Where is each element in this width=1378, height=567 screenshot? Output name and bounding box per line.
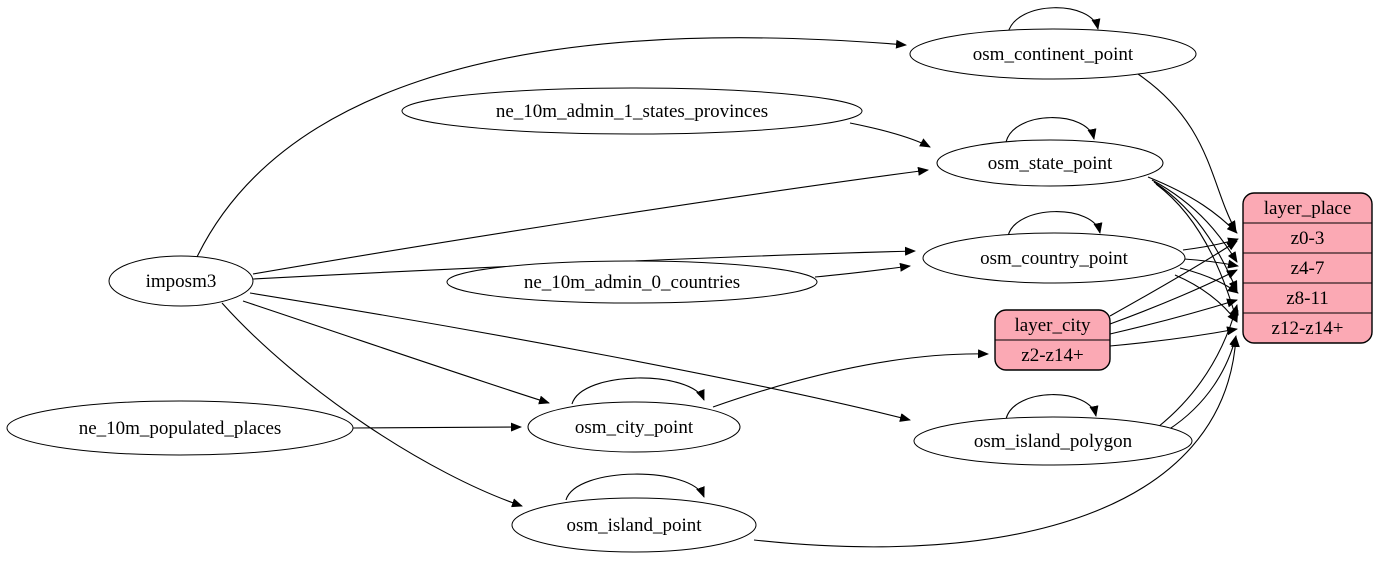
node-layer_city: layer_city z2-z14+ <box>994 309 1111 371</box>
node-label-osm_continent_point: osm_continent_point <box>973 44 1134 65</box>
edge-layer_city-to-layer_place-z4-7 <box>1109 269 1238 325</box>
edge-imposm3-to-osm_island_point <box>221 302 523 508</box>
edge-osm_country_point-to-layer_place-z4-7 <box>1183 258 1239 269</box>
self-loop-osm_state_point <box>1005 117 1097 143</box>
edge-osm_continent_point-to-layer_place-z0-3 <box>1137 73 1237 232</box>
node-shape-ne_10m_admin_1_states_provinces <box>401 87 863 135</box>
self-loop-osm_city_point <box>571 377 705 405</box>
node-osm_country_point: osm_country_point <box>922 232 1186 284</box>
node-osm_island_polygon: osm_island_polygon <box>913 416 1193 466</box>
self-loop-osm_country_point <box>1007 211 1103 237</box>
record-shape-layer_place <box>1242 192 1373 344</box>
edge-osm_state_point-to-layer_place-z8-11 <box>1153 181 1238 292</box>
node-label-osm_island_polygon: osm_island_polygon <box>974 431 1133 452</box>
node-osm_continent_point: osm_continent_point <box>909 28 1197 80</box>
node-ne_10m_admin_1_states_provinces: ne_10m_admin_1_states_provinces <box>401 87 863 135</box>
record-row-layer_place-2: z4-7 <box>1291 258 1325 279</box>
edge-layer_city-to-layer_place-z8-11 <box>1109 298 1238 335</box>
node-shape-osm_continent_point <box>909 28 1197 80</box>
node-shape-osm_island_polygon <box>913 416 1193 466</box>
node-shape-osm_state_point <box>936 139 1164 187</box>
node-layer_place: layer_place z0-3 z4-7 z8-11 z12-z14+ <box>1242 192 1373 344</box>
record-row-layer_place-1: z0-3 <box>1291 228 1325 249</box>
record-row-layer_place-4: z12-z14+ <box>1272 318 1344 339</box>
node-shape-ne_10m_admin_0_countries <box>446 260 818 304</box>
node-shape-osm_country_point <box>922 232 1186 284</box>
edge-layer_city-to-layer_place-z12-z14+ <box>1109 326 1238 347</box>
self-loop-osm_island_polygon <box>1005 394 1099 420</box>
edge-osm_country_point-to-layer_place-z0-3 <box>1182 237 1239 251</box>
edge-osm_city_point-to-layer_city-z2-z14+ <box>712 349 989 408</box>
node-osm_city_point: osm_city_point <box>527 401 741 453</box>
node-label-osm_island_point: osm_island_point <box>566 515 702 536</box>
edge-osm_island_polygon-to-layer_place-z8-11 <box>1157 304 1239 428</box>
node-label-imposm3: imposm3 <box>146 271 217 292</box>
record-row-layer_place-0: layer_place <box>1264 198 1352 219</box>
edge-imposm3-to-osm_state_point <box>252 166 929 275</box>
edge-ne_10m_populated_places-to-osm_city_point <box>352 422 522 432</box>
node-label-ne_10m_admin_1_states_provinces: ne_10m_admin_1_states_provinces <box>496 101 768 122</box>
edge-osm_island_polygon-to-layer_place-z12-z14+ <box>1167 335 1238 431</box>
self-loop-osm_continent_point <box>1007 7 1101 34</box>
node-label-ne_10m_populated_places: ne_10m_populated_places <box>79 418 282 439</box>
node-imposm3: imposm3 <box>108 255 254 307</box>
edge-imposm3-to-osm_continent_point <box>195 37 907 260</box>
node-osm_island_point: osm_island_point <box>511 497 757 553</box>
node-ne_10m_admin_0_countries: ne_10m_admin_0_countries <box>446 260 818 304</box>
node-label-osm_country_point: osm_country_point <box>980 248 1128 269</box>
node-shape-ne_10m_populated_places <box>6 400 354 456</box>
node-shape-osm_city_point <box>527 401 741 453</box>
node-label-osm_state_point: osm_state_point <box>988 153 1113 174</box>
node-shape-osm_island_point <box>511 497 757 553</box>
record-row-layer_city-1: z2-z14+ <box>1021 345 1083 366</box>
edge-osm_island_point-to-layer_place-z12-z14+ <box>753 336 1240 548</box>
edge-layer_city-to-layer_place-z0-3 <box>1109 240 1238 317</box>
node-ne_10m_populated_places: ne_10m_populated_places <box>6 400 354 456</box>
node-label-ne_10m_admin_0_countries: ne_10m_admin_0_countries <box>524 272 740 293</box>
edge-osm_state_point-to-layer_place-z4-7 <box>1151 179 1238 263</box>
node-osm_state_point: osm_state_point <box>936 139 1164 187</box>
edge-osm_state_point-to-layer_place-z0-3 <box>1147 176 1238 234</box>
edge-ne_10m_admin_0_countries-to-osm_country_point <box>814 262 911 278</box>
edge-ne_10m_admin_1_states_provinces-to-osm_state_point <box>849 122 931 148</box>
edge-imposm3-to-osm_island_polygon <box>249 292 911 422</box>
record-row-layer_city-0: layer_city <box>1015 315 1091 336</box>
edge-osm_country_point-to-layer_place-z8-11 <box>1179 267 1239 294</box>
node-label-osm_city_point: osm_city_point <box>575 417 694 438</box>
record-row-layer_place-3: z8-11 <box>1286 288 1329 309</box>
node-shape-imposm3 <box>108 255 254 307</box>
edge-osm_country_point-to-layer_place-z12-z14+ <box>1174 274 1238 323</box>
self-loop-osm_island_point <box>565 473 705 501</box>
edge-imposm3-to-osm_city_point <box>242 300 550 405</box>
